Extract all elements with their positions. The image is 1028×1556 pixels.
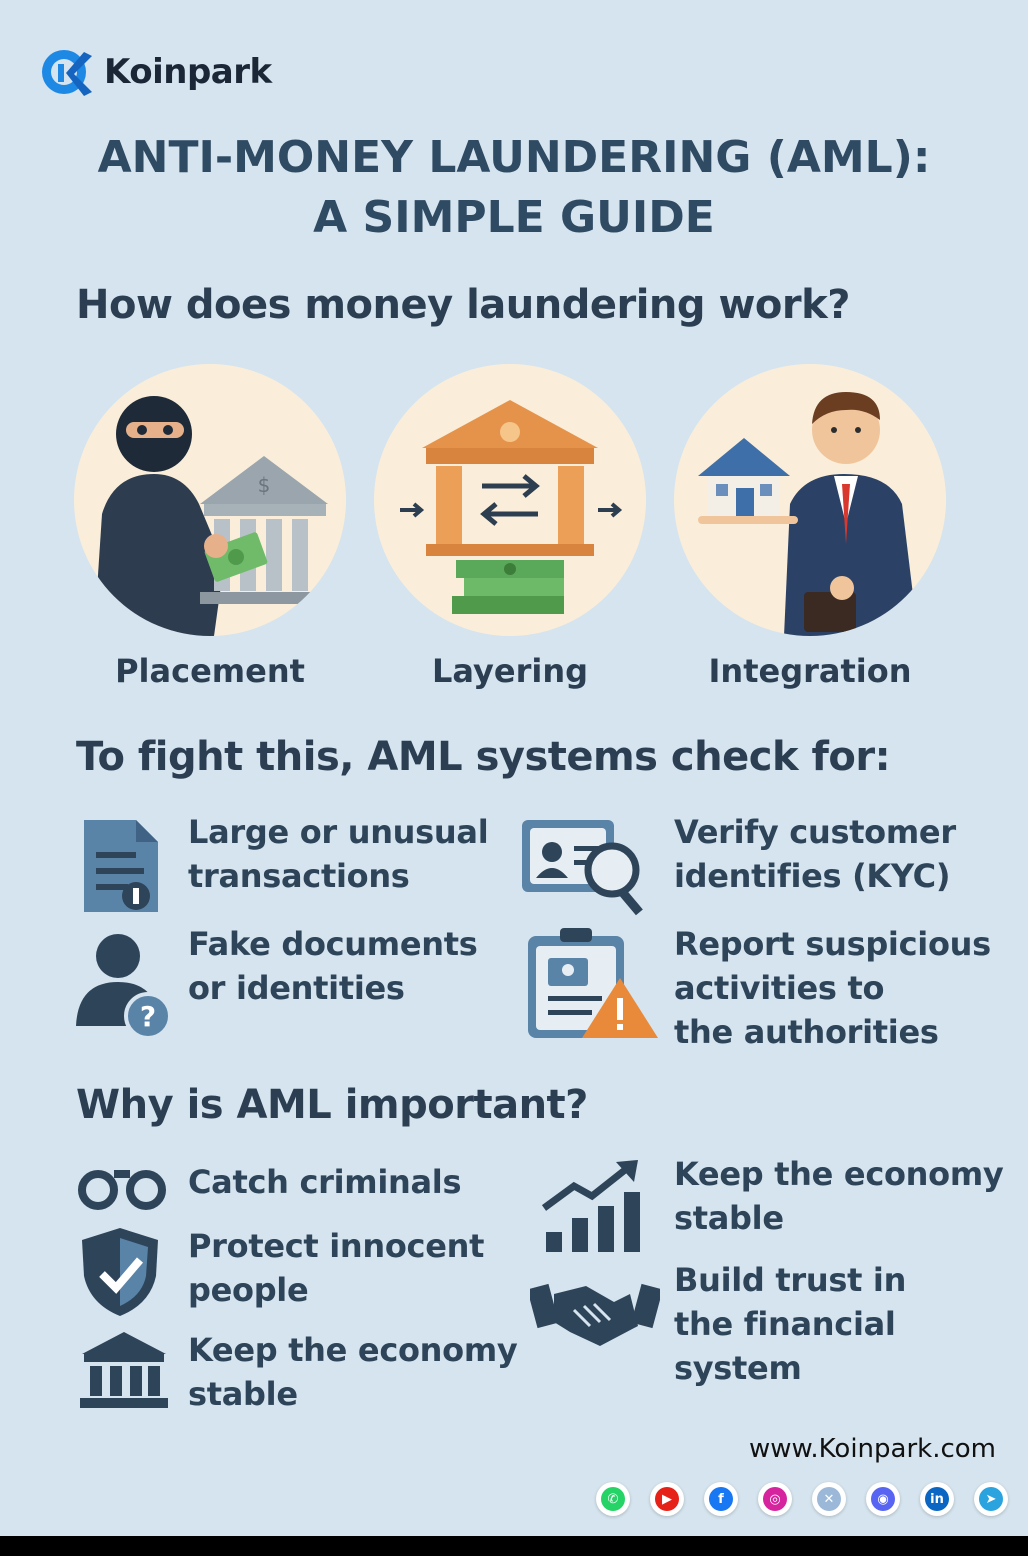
reason-item-3-line1: Protect innocent — [188, 1227, 485, 1265]
reason-item-5-line1: Keep the economy — [188, 1331, 518, 1369]
document-alert-icon — [84, 820, 158, 912]
integration-illustration — [674, 364, 946, 636]
title-line-2: A SIMPLE GUIDE — [313, 192, 715, 243]
stage-label-layering: Layering — [432, 652, 588, 690]
brand[interactable]: Koinpark — [38, 42, 272, 102]
businessman-house-icon — [698, 392, 918, 636]
thief-bank-icon: $ — [94, 396, 330, 636]
check-item-2-line1: Verify customer — [674, 813, 956, 851]
reason-item-2-line2: stable — [674, 1199, 784, 1237]
svg-text:?: ? — [140, 1000, 156, 1033]
reason-item-2-line1: Keep the economy — [674, 1155, 1004, 1193]
handcuffs-icon — [78, 1170, 166, 1210]
linkedin-icon[interactable]: in — [920, 1482, 954, 1516]
reason-item-4-line2: the financial system — [674, 1305, 896, 1387]
reason-item-3-line2: people — [188, 1271, 309, 1309]
unknown-person-icon: ? — [76, 934, 172, 1040]
facebook-icon[interactable]: f — [704, 1482, 738, 1516]
growth-chart-icon — [541, 1160, 640, 1252]
instagram-icon[interactable]: ◎ — [758, 1482, 792, 1516]
brand-name: Koinpark — [104, 52, 272, 92]
whatsapp-icon[interactable]: ✆ — [596, 1482, 630, 1516]
title-line-1: ANTI-MONEY LAUNDERING (AML): — [97, 132, 931, 183]
reason-item-4-line1: Build trust in — [674, 1261, 907, 1299]
section2-heading: To fight this, AML systems check for: — [76, 734, 891, 780]
reason-item-1-line1: Catch criminals — [188, 1163, 462, 1201]
check-item-3-line2: or identities — [188, 969, 405, 1007]
check-item-4-line1: Report suspicious — [674, 925, 991, 963]
report-warning-icon — [528, 928, 658, 1038]
reason-item-5-line2: stable — [188, 1375, 298, 1413]
check-item-1-line1: Large or unusual — [188, 813, 489, 851]
handshake-icon — [530, 1283, 660, 1346]
koinpark-logo-icon — [42, 50, 92, 96]
check-item-4-line2: activities to — [674, 969, 885, 1007]
placement-illustration: $ — [74, 364, 346, 636]
check-item-3-line1: Fake documents — [188, 925, 478, 963]
telegram-icon[interactable]: ➤ — [974, 1482, 1008, 1516]
stage-label-placement: Placement — [115, 652, 305, 690]
website-link[interactable]: www.Koinpark.com — [748, 1434, 996, 1464]
check-item-2-line2: identifies (KYC) — [674, 857, 951, 895]
x-icon[interactable]: ✕ — [812, 1482, 846, 1516]
id-card-search-icon — [522, 820, 643, 916]
section3-heading: Why is AML important? — [76, 1082, 588, 1128]
layering-illustration — [374, 364, 646, 636]
youtube-icon[interactable]: ▶ — [650, 1482, 684, 1516]
stage-label-integration: Integration — [708, 652, 912, 690]
svg-text:$: $ — [258, 473, 271, 497]
check-item-4-line3: the authorities — [674, 1013, 939, 1051]
check-item-1-line2: transactions — [188, 857, 410, 895]
social-links: ✆ ▶ f ◎ ✕ ◉ in ➤ — [596, 1482, 1008, 1516]
discord-icon[interactable]: ◉ — [866, 1482, 900, 1516]
section1-heading: How does money laundering work? — [76, 282, 850, 328]
bank-transfer-icon — [400, 400, 623, 614]
shield-check-icon — [82, 1228, 158, 1316]
bank-icon — [80, 1332, 168, 1408]
